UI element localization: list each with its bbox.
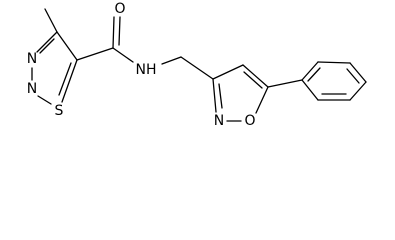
bond-lines (31, 8, 367, 122)
bond-ph-1 (301, 61, 319, 81)
atom-label-thiadiazole-n2: N (27, 81, 37, 97)
atom-label-isoxazole-n: N (214, 113, 224, 129)
atom-label-carbonyl-o: O (114, 1, 125, 17)
bond-c5-carbonyl (76, 47, 114, 61)
molecule-structure: O NH N N S N O (27, 1, 367, 129)
bond-s-c5 (61, 59, 78, 103)
bond-carbonyl-o (112, 16, 115, 49)
bond-n-ch2 (161, 56, 182, 65)
atom-label-amide-n: NH (136, 62, 157, 78)
bond-c4-n3 (36, 31, 58, 53)
bond-c4-n3-double (39, 38, 55, 54)
atom-label-isoxazole-o: O (244, 113, 255, 129)
bond-carbonyl-n (112, 47, 134, 63)
bond-n2-s (37, 95, 52, 105)
atom-labels: O NH N N S N O (27, 1, 256, 129)
bond-methyl (44, 8, 58, 33)
bond-s-c5-double (58, 62, 72, 96)
bond-c5-o-iso (255, 86, 269, 114)
bond-c4-c5 (56, 31, 78, 61)
bond-c4-c5-iso-double (243, 71, 263, 89)
bond-c5-phenyl (267, 79, 303, 88)
bond-ph-3-double (346, 68, 360, 84)
bond-c3-c4 (212, 64, 244, 80)
bond-carbonyl-o-double (118, 16, 121, 46)
bond-ph-2 (317, 61, 351, 64)
bond-ph-1-double (307, 67, 321, 82)
bond-n-c3-iso (212, 78, 217, 113)
bond-n-c3-iso-double (218, 83, 223, 109)
bond-ch2-c3 (180, 56, 214, 80)
atom-label-thiadiazole-n3: N (27, 51, 37, 67)
bond-c4-c5-iso (242, 64, 269, 88)
bond-ph-3 (349, 62, 367, 83)
bond-ph-6 (301, 79, 319, 101)
bond-ph-4 (349, 81, 367, 101)
atom-label-thiadiazole-s: S (55, 103, 64, 119)
